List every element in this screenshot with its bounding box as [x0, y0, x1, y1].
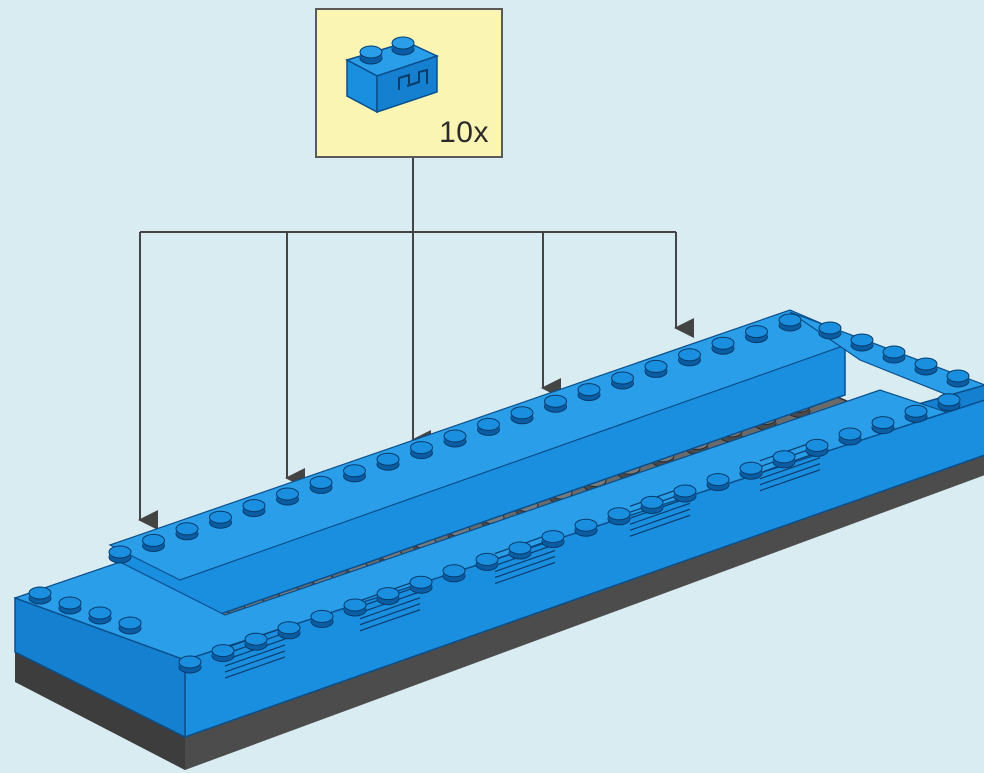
blue-stud — [640, 495, 664, 514]
blue-stud — [574, 518, 598, 537]
blue-brick-with-clip-icon — [345, 36, 440, 114]
blue-stud — [706, 473, 730, 492]
blue-stud — [711, 336, 735, 355]
blue-stud — [211, 644, 235, 663]
blue-stud-grid — [28, 313, 970, 674]
blue-stud — [882, 345, 906, 364]
blue-stud — [510, 406, 534, 425]
blue-stud — [142, 533, 165, 552]
blue-stud — [611, 371, 634, 390]
blue-stud — [745, 325, 768, 344]
blue-stud — [477, 417, 500, 436]
blue-stud — [805, 438, 829, 457]
blue-stud — [309, 475, 333, 494]
blue-stud — [946, 369, 970, 388]
left-end-face — [14, 596, 186, 739]
blue-stud — [28, 586, 52, 605]
blue-stud — [475, 552, 499, 571]
blue-stud — [343, 598, 367, 617]
blue-stud — [818, 321, 842, 340]
blue-stud — [838, 427, 862, 446]
blue-stud — [118, 616, 142, 635]
blue-stud — [175, 522, 199, 541]
blue-stud — [871, 416, 895, 435]
blue-stud — [644, 359, 668, 378]
blue-stud — [678, 348, 701, 367]
blue-stud — [178, 655, 202, 674]
blue-stud — [914, 357, 938, 376]
blue-stud — [673, 484, 697, 503]
blue-stud — [904, 404, 928, 423]
blue-stud — [88, 606, 112, 625]
blue-stud — [242, 499, 266, 518]
blue-stud — [410, 441, 433, 460]
blue-stud — [244, 632, 268, 651]
blue-stud — [276, 487, 299, 506]
blue-stud — [58, 596, 82, 615]
blue-stud — [850, 333, 874, 352]
blue-stud — [544, 394, 567, 413]
parts-callout: 10x — [315, 8, 503, 158]
arrow-connectors — [140, 158, 676, 233]
blue-stud — [772, 450, 796, 469]
blue-stud — [778, 313, 802, 332]
blue-stud — [541, 530, 565, 549]
blue-stud — [310, 609, 334, 628]
blue-stud — [443, 429, 467, 448]
arrow-group — [138, 232, 694, 530]
blue-stud — [209, 510, 232, 529]
blue-stud — [937, 393, 961, 412]
blue-stud — [607, 507, 631, 526]
blue-stud — [343, 464, 366, 483]
blue-stud — [376, 587, 400, 606]
blue-stud — [508, 541, 532, 560]
blue-stud — [277, 621, 301, 640]
base-plate-front-dark — [15, 650, 185, 770]
blue-stud — [376, 452, 400, 471]
blue-stud — [577, 383, 601, 402]
blue-stud — [409, 575, 433, 594]
blue-stud — [108, 545, 132, 564]
quantity-label: 10x — [439, 116, 489, 149]
blue-stud — [739, 461, 763, 480]
blue-stud — [442, 564, 466, 583]
